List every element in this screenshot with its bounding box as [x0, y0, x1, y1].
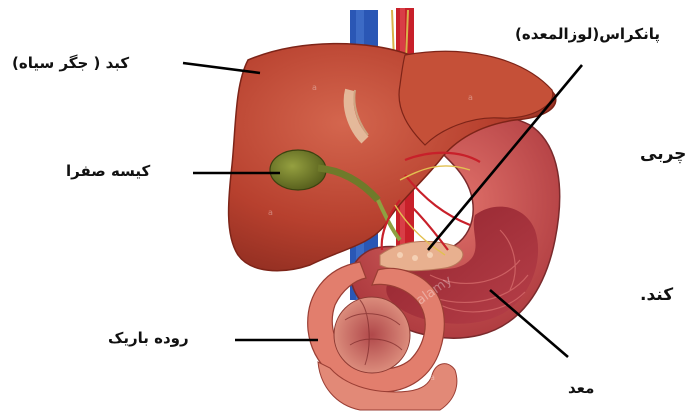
- stomach-label: معد: [568, 381, 594, 396]
- small-intestine-label: روده باریک: [108, 331, 189, 346]
- svg-text:a: a: [430, 373, 435, 382]
- svg-text:a: a: [312, 83, 317, 92]
- pancreas-label: پانکراس(لوزالمعده): [515, 27, 660, 42]
- gallbladder-label: کیسه صفرا: [66, 164, 150, 179]
- svg-text:a: a: [268, 208, 273, 217]
- svg-text:a: a: [468, 93, 473, 102]
- side-word-2: کند.: [640, 287, 673, 304]
- liver-label: کبد ( جگر سیاه): [12, 56, 129, 71]
- side-word-1: چربی: [640, 146, 685, 163]
